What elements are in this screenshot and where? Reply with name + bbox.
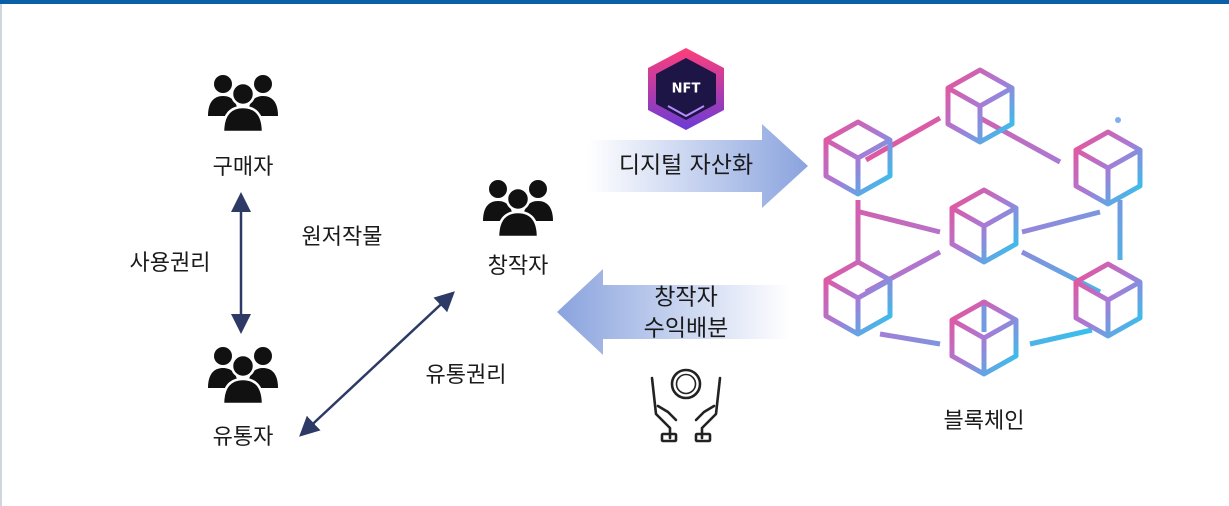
buyer-label: 구매자 bbox=[212, 155, 274, 180]
distribution-rights-label: 유통권리 bbox=[425, 363, 507, 388]
chain-dot bbox=[1115, 117, 1121, 123]
distributor-people-icon bbox=[206, 345, 280, 404]
digitization-label: 디지털 자산화 bbox=[618, 152, 754, 179]
distribution-rights-arrow bbox=[299, 291, 455, 437]
creator-label: 창작자 bbox=[487, 254, 549, 279]
original-work-label: 원저작물 bbox=[301, 225, 383, 250]
buyer-people-icon bbox=[206, 73, 280, 132]
revenue-label-line2: 수익배분 bbox=[643, 315, 729, 342]
nft-badge-icon bbox=[648, 48, 724, 130]
top-accent-bar bbox=[0, 0, 1229, 4]
revenue-block-arrow bbox=[557, 269, 790, 355]
creator-people-icon bbox=[481, 178, 555, 237]
usage-rights-label: 사용권리 bbox=[129, 251, 211, 276]
left-border bbox=[0, 4, 2, 506]
revenue-label-line1: 창작자 bbox=[654, 284, 718, 311]
digitization-block-arrow bbox=[588, 124, 808, 208]
nft-badge-text: NFT bbox=[671, 81, 701, 97]
distributor-label: 유통자 bbox=[212, 425, 274, 450]
blockchain-cubes-icon bbox=[823, 67, 1143, 377]
blockchain-label: 블록체인 bbox=[943, 409, 1025, 434]
money-hands-icon bbox=[650, 368, 722, 443]
